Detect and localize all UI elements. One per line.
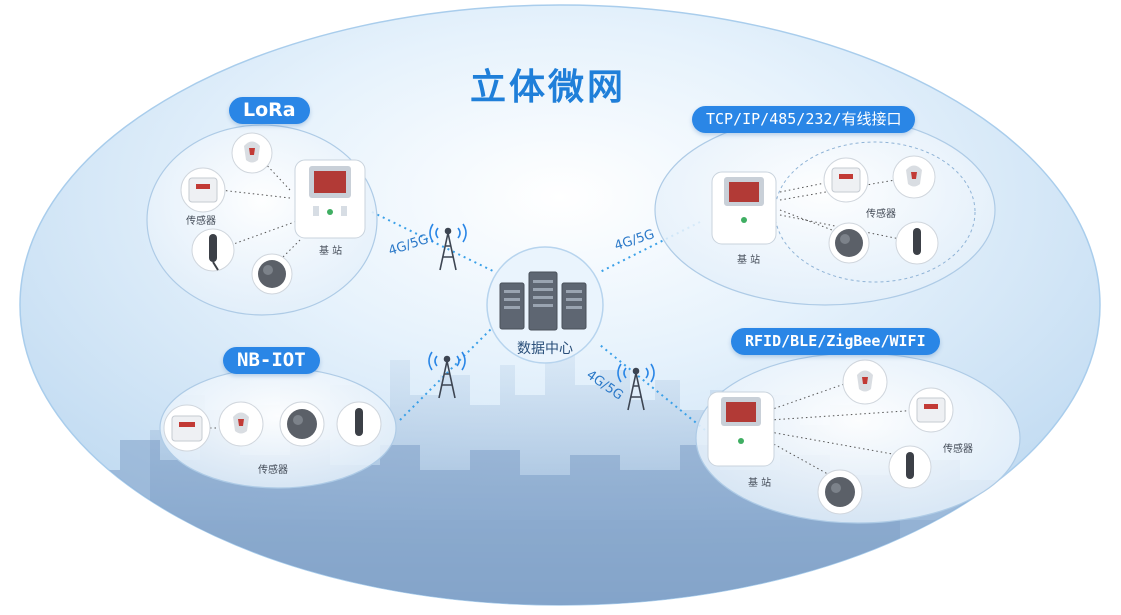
lora-sensor-disc-icon [251,253,293,295]
group-tcp-circle [654,114,996,306]
nbiot-sensor-smoke-icon [218,401,264,447]
antenna-tower-icon [428,351,466,399]
lora-base-station-icon [294,159,366,239]
nbiot-sensor-disc-icon [279,401,325,447]
nbiot-sensor-gas-icon [163,404,211,452]
group-tcp-inner-circle [774,141,976,283]
tcp-sensor-gas-icon [823,157,869,203]
link-nbiot [399,324,496,421]
nbiot-sensor-probe-icon [336,401,382,447]
link-rfid [599,344,706,431]
tcp-sensor-probe-icon [895,221,939,265]
antenna-tower-icon [429,223,467,271]
data-center-icon [486,246,604,364]
rfid-sensor-disc-icon [817,469,863,515]
rfid-base-station-icon [707,391,775,467]
rfid-sensor-smoke-icon [842,359,888,405]
antenna-tower-icon [617,363,655,411]
lora-sensor-probe-icon [191,228,235,272]
tcp-sensor-smoke-icon [892,155,936,199]
lora-sensor-smoke-icon [231,132,273,174]
tcp-base-station-icon [711,171,777,245]
tcp-sensor-disc-icon [828,222,870,264]
rfid-sensor-gas-icon [908,387,954,433]
rfid-sensor-probe-icon [888,445,932,489]
link-lora [371,211,496,273]
lora-sensor-gas-icon [180,167,226,213]
